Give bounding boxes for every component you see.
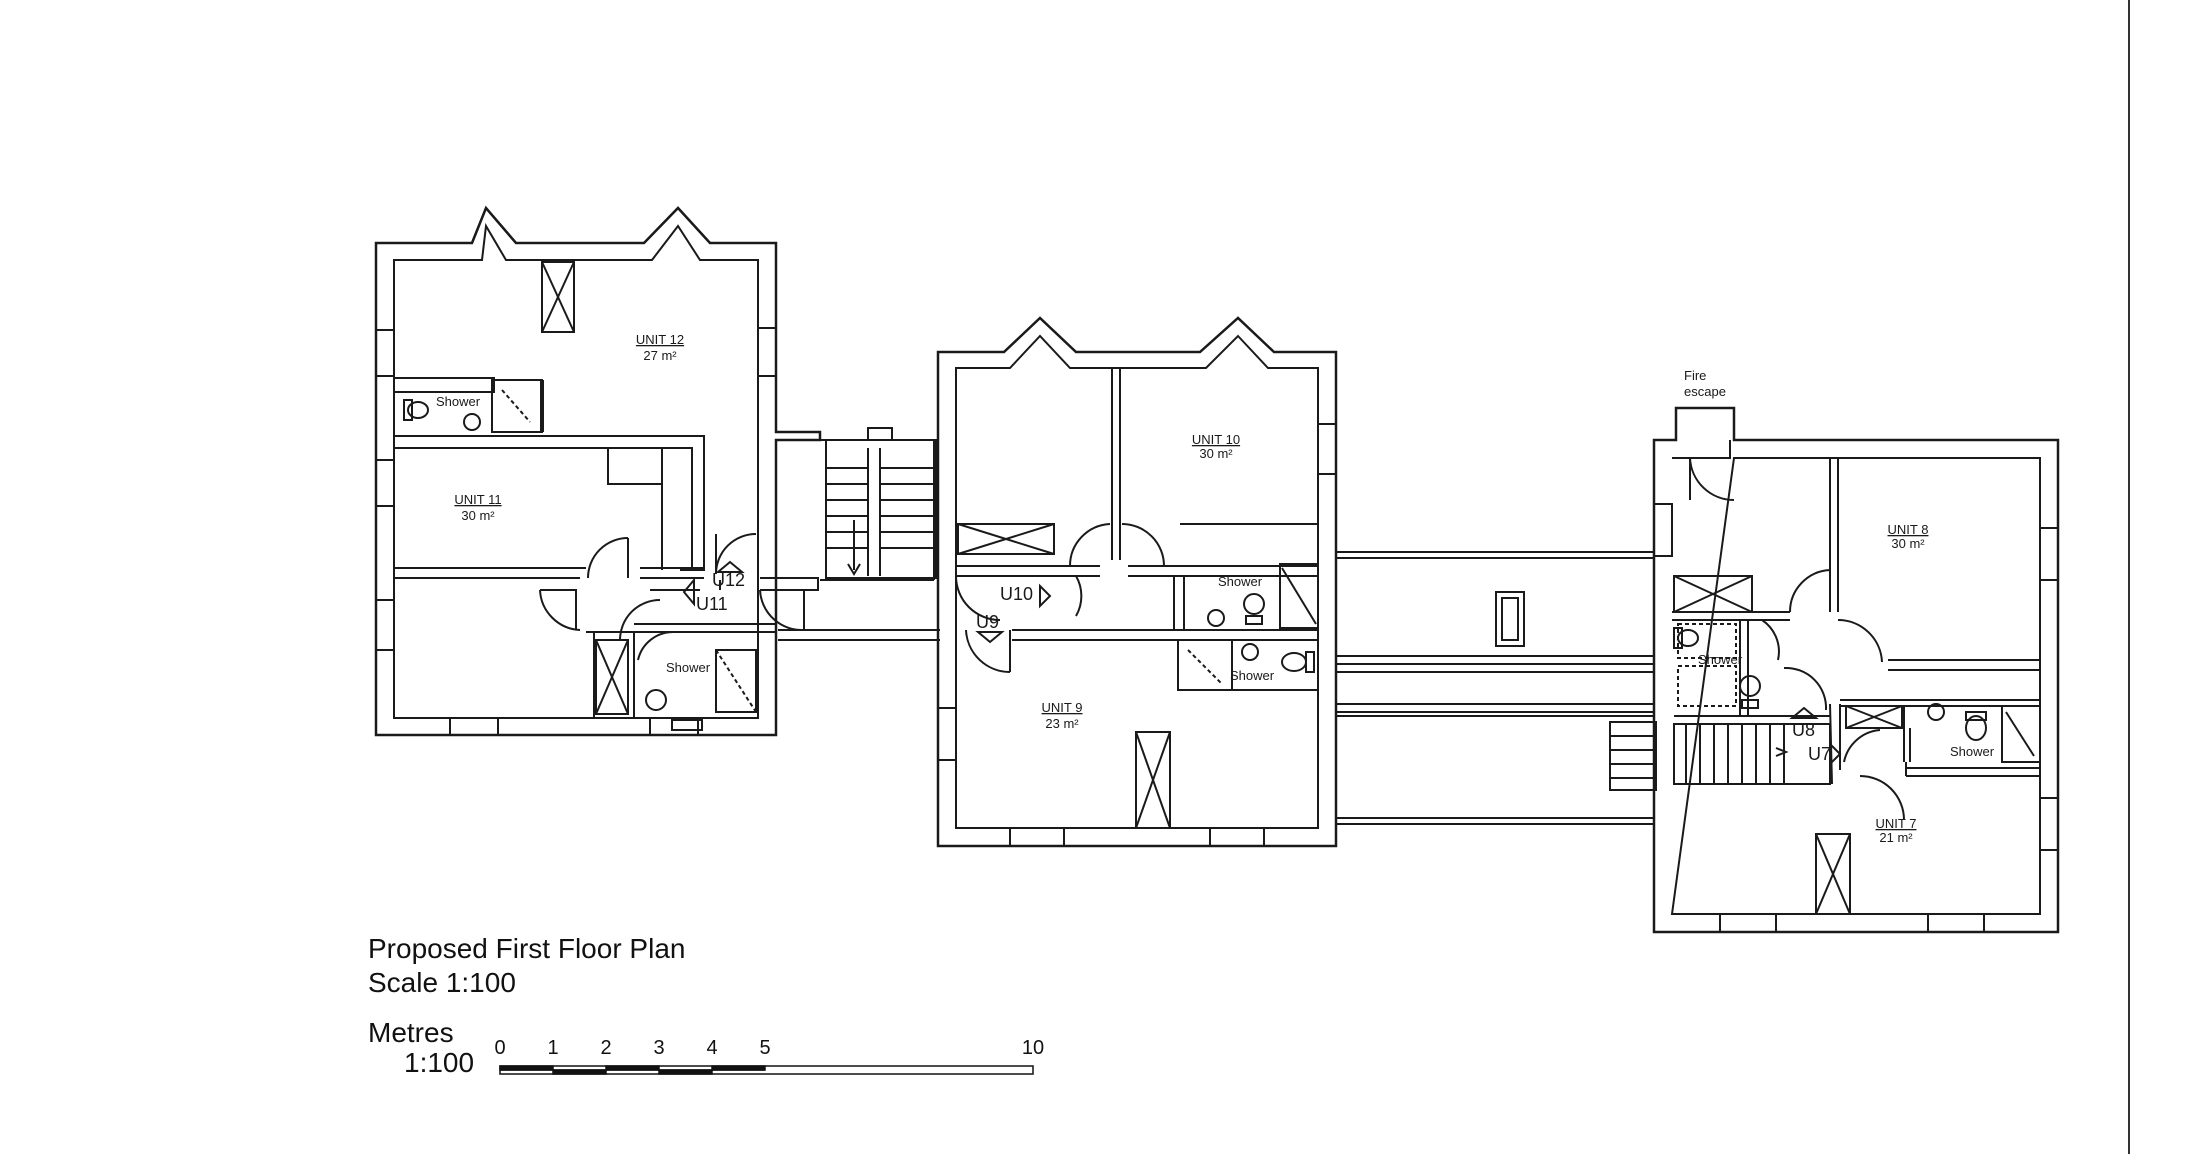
shower-label-u8: Shower [1698, 652, 1743, 667]
shower-label-u11: Shower [666, 660, 711, 675]
page-border-line [2128, 0, 2130, 1154]
scale-tick-2: 2 [600, 1037, 611, 1059]
unit-9-area: 23 m² [1045, 716, 1079, 731]
unit-8-area: 30 m² [1891, 536, 1925, 551]
scale-tick-3: 3 [653, 1037, 664, 1059]
entrance-tag-u9: U9 [976, 612, 999, 632]
entrance-tag-u12: U12 [712, 570, 745, 590]
scale-tick-10: 10 [1022, 1037, 1044, 1059]
plan-title-block: Proposed First Floor Plan Scale 1:100 [368, 932, 685, 1000]
right-block-walls [1652, 406, 2060, 934]
plan-scale: Scale 1:100 [368, 967, 516, 998]
plan-title: Proposed First Floor Plan [368, 933, 686, 964]
unit-10-area: 30 m² [1199, 446, 1233, 461]
scale-tick-1: 1 [547, 1037, 558, 1059]
shower-label-u9: Shower [1230, 668, 1275, 683]
entrance-tag-u10: U10 [1000, 584, 1033, 604]
scale-bar-caption: Metres 1:100 [368, 1018, 474, 1078]
shower-label-u10: Shower [1218, 574, 1263, 589]
unit-11-name: UNIT 11 [454, 492, 501, 507]
centre-block-sanitary [1207, 593, 1315, 673]
fire-escape-label-line2: escape [1684, 384, 1726, 399]
left-block-walls [374, 205, 940, 737]
unit-9-name: UNIT 9 [1042, 700, 1083, 715]
link-connector [1336, 551, 1657, 825]
unit-12-name: UNIT 12 [636, 332, 684, 347]
unit-11-area: 30 m² [461, 508, 495, 523]
entrance-tag-u11: U11 [696, 594, 728, 614]
unit-7-area: 21 m² [1879, 830, 1913, 845]
scale-bar-ratio: 1:100 [404, 1047, 475, 1078]
entrance-tag-u8: U8 [1792, 720, 1815, 740]
scale-bar: 0 1 2 3 4 5 10 [494, 1037, 1044, 1075]
unit-10-name: UNIT 10 [1192, 432, 1240, 447]
entrance-markers [682, 560, 1842, 767]
scale-tick-0: 0 [494, 1037, 505, 1059]
unit-12-area: 27 m² [643, 348, 677, 363]
scale-bar-heading: Metres [368, 1017, 454, 1048]
left-block-sanitary [403, 399, 703, 731]
shower-label-u7: Shower [1950, 744, 1995, 759]
unit-8-name: UNIT 8 [1888, 522, 1929, 537]
right-block-sanitary [1673, 627, 1987, 741]
entrance-tag-u7: U7 [1808, 744, 1831, 764]
fire-escape-label-line1: Fire [1684, 368, 1706, 383]
scale-tick-5: 5 [759, 1037, 770, 1059]
shower-label-u12: Shower [436, 394, 481, 409]
unit-7-name: UNIT 7 [1876, 816, 1917, 831]
scale-tick-4: 4 [706, 1037, 717, 1059]
centre-block-walls [936, 316, 1338, 848]
